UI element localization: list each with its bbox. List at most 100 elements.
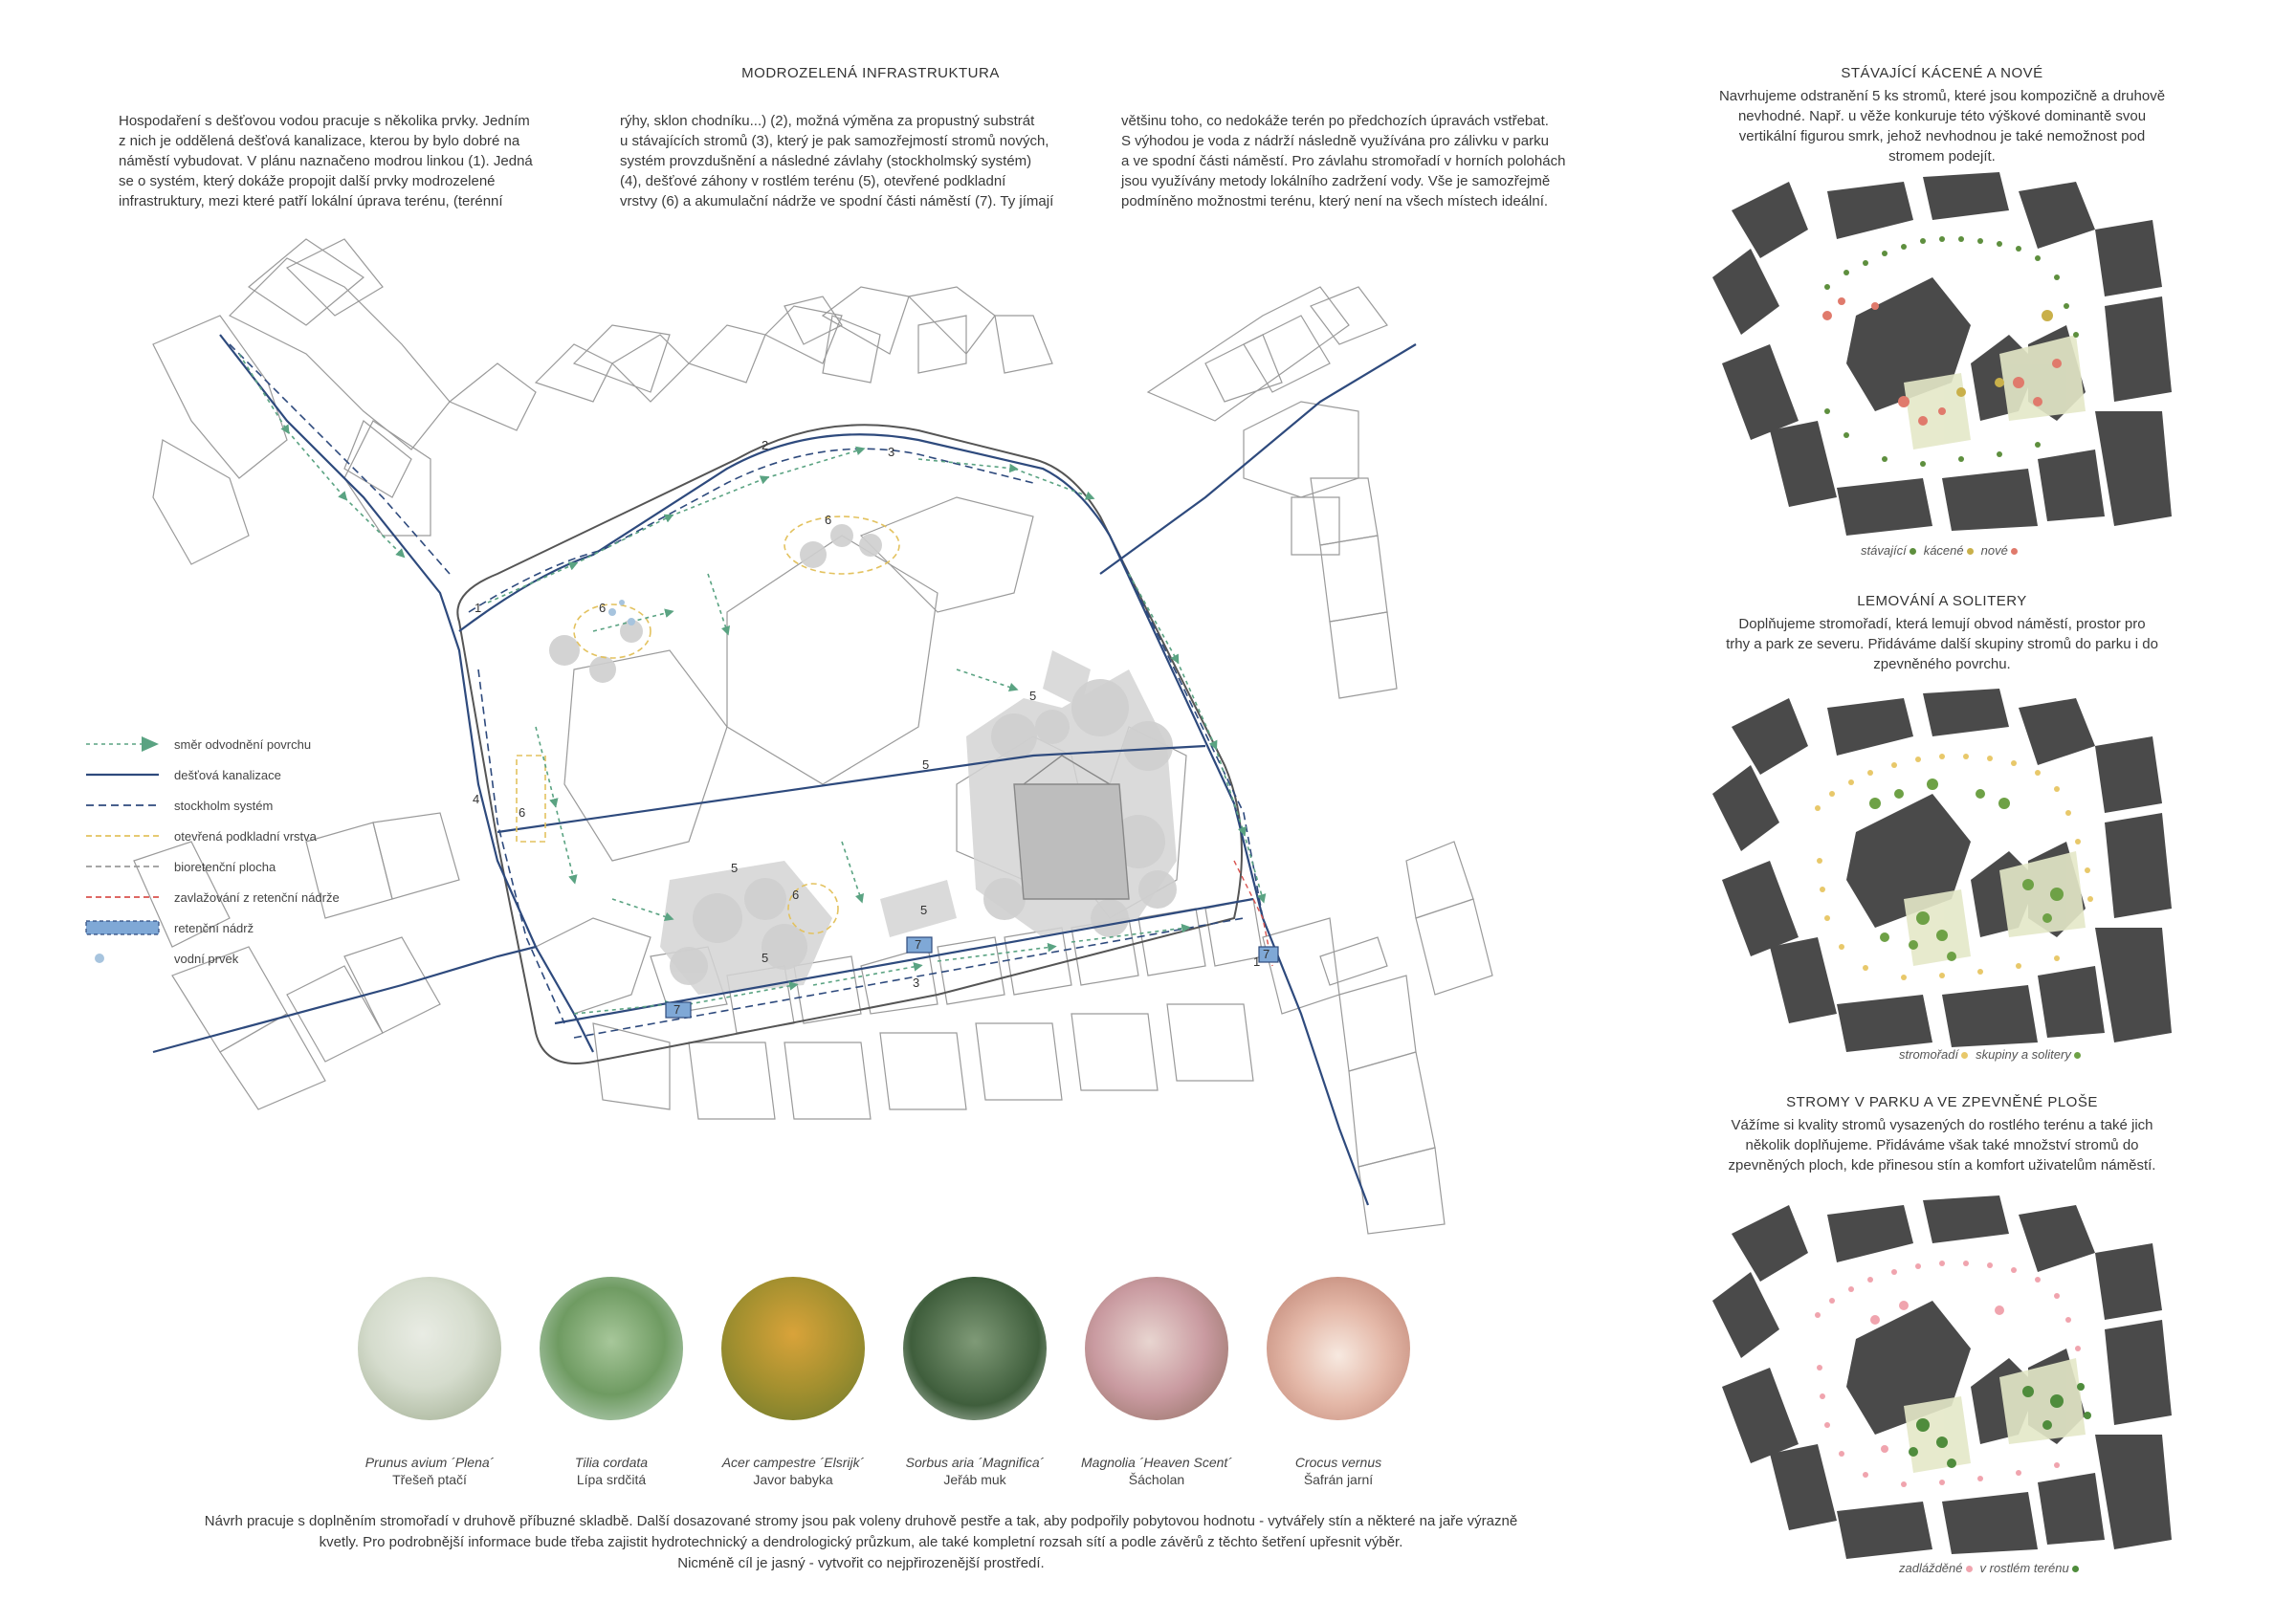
tree-species-card: Acer campestre ´Elsrijk´ Javor babyka (712, 1277, 874, 1487)
tree-species-card: Tilia cordata Lípa srdčitá (530, 1277, 693, 1487)
legend-label: vodní prvek (174, 951, 239, 966)
retention-tanks (665, 936, 1279, 1019)
dashed-line-icon (86, 804, 159, 806)
legend-label: stockholm systém (174, 798, 274, 813)
tree-czech-name: Lípa srdčitá (576, 1472, 647, 1487)
solid-line-icon (86, 773, 159, 777)
storm-sewer (152, 334, 1417, 1206)
legend-label: směr odvodnění povrchu (174, 736, 312, 752)
panel-1-map (1712, 172, 2172, 536)
bottom-text: Návrh pracuje s doplněním stromořadí v d… (115, 1511, 1607, 1574)
legend-label: retenční nádrž (174, 920, 254, 935)
tree-species-card: Sorbus aria ´Magnifica´ Jeřáb muk (894, 1277, 1056, 1487)
text-line: kvetly. Pro podrobnější informace bude t… (319, 1534, 1403, 1550)
tree-species-card: Prunus avium ´Plena´ Třešeň ptačí (348, 1277, 511, 1487)
legend-item: dešťová kanalizace (84, 763, 281, 786)
text-line: Návrh pracuje s doplněním stromořadí v d… (204, 1513, 1518, 1529)
legend-label: kácené (1923, 543, 1964, 558)
text-line: zpevněných ploch, kde přinesou stín a ko… (1728, 1157, 2156, 1173)
plan-number: 6 (519, 805, 525, 820)
legend-item: bioretenční plocha (84, 855, 276, 878)
text-line: náměstí vybudovat. V plánu naznačeno mod… (119, 153, 533, 169)
panel-2-title: LEMOVÁNÍ A SOLITERY (1857, 593, 2027, 609)
legend-label: stromořadí (1899, 1047, 1959, 1062)
tree-photo (540, 1277, 683, 1420)
panel-2-map (1712, 689, 2172, 1052)
tree-photo (1267, 1277, 1410, 1420)
tree-species-card: Crocus vernus Šafrán jarní (1257, 1277, 1420, 1487)
dashed-line-icon (86, 835, 159, 837)
text-line: Nicméně cíl je jasný - vytvořit co nejpř… (677, 1555, 1045, 1571)
surface-drainage-arrows (238, 353, 1267, 1015)
plan-number: 6 (792, 888, 799, 902)
panel-3-title: STROMY V PARKU A VE ZPEVNĚNÉ PLOŠE (1786, 1094, 2098, 1110)
legend-item: směr odvodnění povrchu (84, 733, 311, 756)
legend-dot-icon (1909, 548, 1916, 555)
plan-number: 7 (915, 937, 921, 952)
legend-label: otevřená podkladní vrstva (174, 828, 317, 844)
legend-dot-icon (1965, 1566, 1973, 1572)
tree-species-card: Magnolia ´Heaven Scent´ Šácholan (1075, 1277, 1238, 1487)
tree-photo (721, 1277, 865, 1420)
tree-latin-name: Prunus avium ´Plena´ (364, 1455, 495, 1470)
panel-1-text: Navrhujeme odstranění 5 ks stromů, které… (1665, 86, 2219, 166)
legend-item: otevřená podkladní vrstva (84, 824, 317, 847)
text-line: (4), dešťové záhony v rostlém terénu (5)… (620, 173, 1006, 189)
legend-dot-icon (1961, 1052, 1969, 1059)
plan-number: 5 (731, 861, 738, 875)
legend-label: stávající (1861, 543, 1907, 558)
plan-number: 7 (1263, 947, 1269, 961)
tree-czech-name: Jeřáb muk (943, 1472, 1006, 1487)
text-line: z nich je oddělená dešťová kanalizace, k… (119, 133, 520, 149)
legend-label: bioretenční plocha (174, 859, 276, 874)
panel-2-legend: stromořadí skupiny a solitery (1899, 1047, 2081, 1062)
intro-column-2: rýhy, sklon chodníku...) (2), možná výmě… (620, 111, 1117, 211)
legend-dot-icon (2010, 548, 2018, 555)
panel-1-title: STÁVAJÍCÍ KÁCENÉ A NOVÉ (1841, 65, 2043, 81)
plan-number: 5 (762, 951, 768, 965)
legend-item: kácené (1924, 543, 1974, 558)
square-outline (456, 424, 1243, 1064)
tree-latin-name: Tilia cordata (574, 1455, 649, 1470)
text-line: podmíněno možnostmi terénu, který není n… (1121, 193, 1549, 209)
main-title: MODROZELENÁ INFRASTRUKTURA (741, 65, 1000, 81)
legend-item: retenční nádrž (84, 916, 254, 939)
tree-czech-name: Šafrán jarní (1303, 1472, 1374, 1487)
plan-number: 4 (473, 792, 479, 806)
text-line: systém provzdušnění a následné závlahy (… (620, 153, 1032, 169)
panel-3-text: Vážíme si kvality stromů vysazených do r… (1665, 1115, 2219, 1175)
text-line: infrastruktury, mezi které patří lokální… (119, 193, 503, 209)
tree-latin-name: Acer campestre ´Elsrijk´ (721, 1455, 865, 1470)
tree-canopies (549, 524, 1177, 985)
water-features (608, 600, 635, 625)
legend-item: v rostlém terénu (1980, 1561, 2079, 1575)
text-line: u stávajících stromů (3), který je pak s… (620, 133, 1049, 149)
legend-item: stávající (1861, 543, 1916, 558)
plan-number: 3 (913, 976, 919, 990)
text-line: jsou využívány metody lokálního zadržení… (1121, 173, 1551, 189)
legend-label: dešťová kanalizace (174, 767, 281, 782)
plan-number: 6 (825, 513, 831, 527)
plan-number: 3 (888, 445, 894, 459)
legend-label: zadlážděné (1899, 1561, 1963, 1575)
tree-photo (1085, 1277, 1228, 1420)
plan-number: 6 (599, 601, 606, 615)
plan-number: 5 (920, 903, 927, 917)
plan-number: 5 (1029, 689, 1036, 703)
tree-latin-name: Sorbus aria ´Magnifica´ (905, 1455, 1045, 1470)
text-line: vertikální figurou smrk, jehož nevhodnou… (1738, 128, 2146, 144)
tree-latin-name: Magnolia ´Heaven Scent´ (1081, 1455, 1232, 1470)
plan-number: 5 (922, 757, 929, 772)
tree-czech-name: Javor babyka (753, 1472, 833, 1487)
tree-photo (358, 1277, 501, 1420)
legend-item: stockholm systém (84, 794, 273, 817)
panel-2-text: Doplňujeme stromořadí, která lemují obvo… (1665, 614, 2219, 674)
plan-number-labels: 1 1 2 3 3 4 5 5 5 5 5 6 6 6 6 7 7 7 (473, 438, 1269, 1017)
legend-label: nové (1980, 543, 2008, 558)
text-line: se o systém, který dokáže propojit další… (119, 173, 496, 189)
plan-number: 7 (673, 1002, 680, 1017)
open-base-layer (516, 515, 900, 934)
intro-column-1: Hospodaření s dešťovou vodou pracuje s n… (119, 111, 578, 211)
dot-icon (95, 954, 104, 963)
